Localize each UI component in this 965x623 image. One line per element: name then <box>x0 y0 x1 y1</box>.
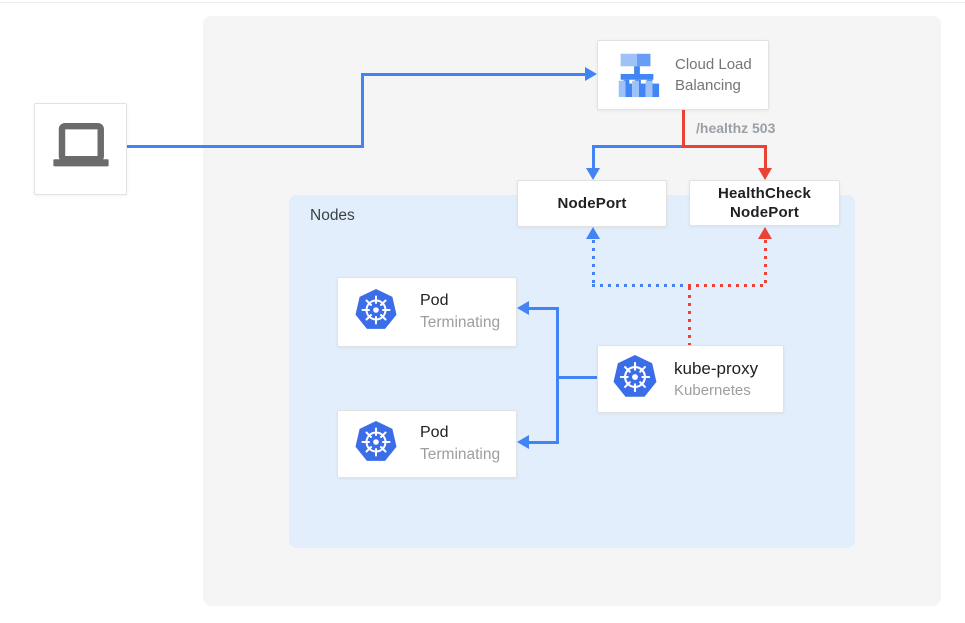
edge-branch-red-horizontal <box>682 145 767 148</box>
client-node <box>34 103 127 195</box>
load-balancer-icon <box>612 48 662 103</box>
edge-kubeproxy-to-trunk <box>556 376 597 379</box>
cloud-load-balancing-node: Cloud Load Balancing <box>597 40 769 110</box>
arrowhead-dotted-into-healthcheck <box>758 227 772 239</box>
pod2-status: Terminating <box>420 446 501 463</box>
edge-lb-down-red <box>682 110 685 148</box>
edge-kubeproxy-up-dotted <box>688 287 691 345</box>
healthz-status-label: /healthz 503 <box>696 120 776 136</box>
edge-dotted-blue-vertical <box>592 240 595 286</box>
edge-into-pod2 <box>529 441 558 444</box>
edge-branch-blue-vertical <box>592 145 595 169</box>
kubernetes-icon <box>354 420 398 469</box>
pod2-title: Pod <box>420 424 449 441</box>
pod1-status: Terminating <box>420 314 501 331</box>
healthcheck-nodeport-label: HealthCheck NodePort <box>717 185 812 221</box>
laptop-icon <box>47 114 115 185</box>
healthcheck-nodeport-node: HealthCheck NodePort <box>689 180 840 226</box>
kubernetes-icon <box>612 354 658 405</box>
kubernetes-icon <box>354 288 398 337</box>
top-divider <box>0 2 965 3</box>
edge-dotted-red-horizontal <box>688 284 767 287</box>
pod-node-2: Pod Terminating <box>337 410 517 478</box>
edge-dotted-blue-horizontal <box>592 284 688 287</box>
edge-dotted-red-vertical <box>764 240 767 286</box>
cloud-load-balancing-label: Cloud Load Balancing <box>675 56 752 94</box>
arrowhead-into-pod2 <box>517 435 529 449</box>
edge-pods-trunk <box>556 307 559 444</box>
pod-node-1: Pod Terminating <box>337 277 517 347</box>
kube-proxy-title: kube-proxy <box>674 359 759 378</box>
arrowhead-dotted-into-nodeport <box>586 227 600 239</box>
arrowhead-into-nodeport <box>586 168 600 180</box>
arrowhead-into-healthcheck-nodeport <box>758 168 772 180</box>
edge-branch-blue-horizontal <box>592 145 685 148</box>
edge-client-to-lb-vertical <box>361 73 364 148</box>
arrowhead-into-pod1 <box>517 301 529 315</box>
nodes-group-label: Nodes <box>310 207 355 224</box>
kube-proxy-node: kube-proxy Kubernetes <box>597 345 784 413</box>
edge-client-to-lb-top <box>361 73 585 76</box>
kube-proxy-subtitle: Kubernetes <box>674 382 751 399</box>
edge-into-pod1 <box>529 307 558 310</box>
pod1-title: Pod <box>420 292 449 309</box>
edge-branch-red-vertical <box>764 145 767 169</box>
nodeport-node: NodePort <box>517 180 667 227</box>
nodeport-label: NodePort <box>557 195 627 212</box>
arrowhead-into-lb <box>585 67 597 81</box>
edge-client-to-lb-horizontal <box>127 145 363 148</box>
